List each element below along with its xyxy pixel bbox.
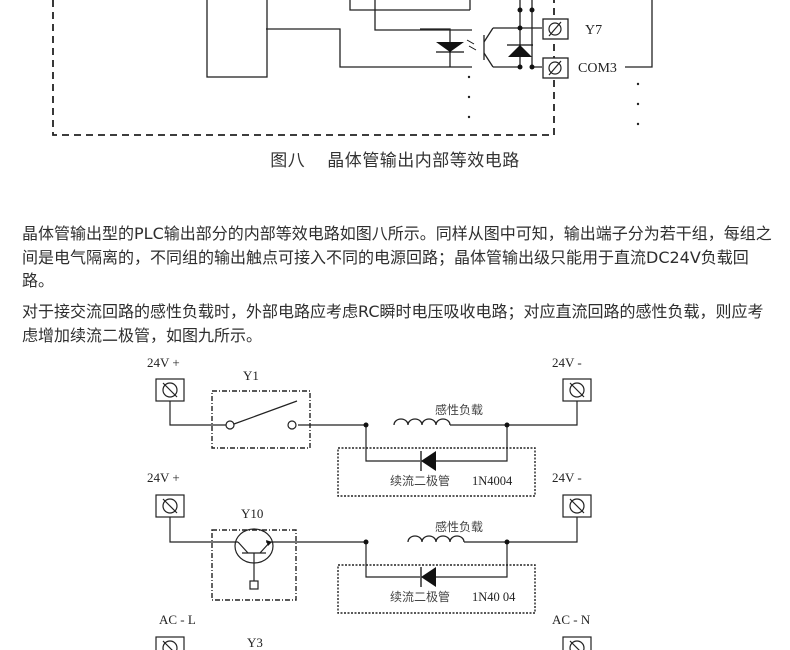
terminal-icon [155, 494, 592, 518]
diode-icon [421, 567, 436, 587]
inductor-icon [393, 418, 451, 426]
transistor-box [211, 529, 297, 601]
contact-icon [225, 420, 235, 430]
light-emission-icon [466, 39, 477, 51]
clamp-diode-icon [508, 45, 532, 57]
terminal-y7-icon [542, 18, 569, 40]
load-label: 感性负载 [435, 402, 483, 417]
switch-label: Y3 [247, 635, 263, 650]
diode-model: 1N4004 [472, 474, 513, 488]
diode-label: 续流二极管 [390, 473, 450, 488]
circuit-transistor: 24V + 24V - Y10 感性负载 续流二极管 1N40 04 [147, 470, 592, 614]
left-terminal-label: AC - L [159, 612, 196, 627]
figure-number: 图八 [270, 151, 306, 171]
module-boundary [52, 0, 555, 136]
diode-box [337, 564, 536, 614]
circuit-relay: 24V + 24V - Y1 感性负载 续流二极管 1N4004 [147, 355, 592, 497]
switch-label: Y10 [241, 506, 263, 521]
diode-model: 1N40 04 [472, 590, 516, 604]
diode-icon [421, 451, 436, 471]
logic-block [206, 0, 268, 78]
circuit-ac: AC - L AC - N Y3 [155, 612, 592, 650]
contact-icon [287, 420, 297, 430]
figure-8-caption: 图八 晶体管输出内部等效电路 [0, 146, 790, 171]
terminal-label-com3: COM3 [578, 61, 617, 76]
switch-blade-icon [233, 400, 298, 425]
load-label: 感性负载 [435, 519, 483, 534]
terminal-icon [155, 378, 592, 402]
inductor-icon [407, 535, 465, 543]
paragraph: 晶体管输出型的PLC输出部分的内部等效电路如图八所示。同样从图中可知，输出端子分… [22, 224, 772, 290]
figure-title: 晶体管输出内部等效电路 [327, 151, 520, 171]
transistor-icon [234, 528, 274, 590]
right-terminal-label: AC - N [552, 612, 591, 627]
terminal-com3-icon [542, 57, 569, 79]
right-terminal-label: 24V - [552, 355, 582, 370]
figure-8-circuit: Y7 COM3 [52, 0, 653, 136]
left-terminal-label: 24V + [147, 470, 180, 485]
relay-box [211, 390, 311, 449]
diode-box [337, 447, 536, 497]
led-diode-icon [436, 42, 464, 52]
terminal-label-y7: Y7 [585, 23, 602, 38]
paragraph: 对于接交流回路的感性负载时，外部电路应考虑RC瞬时电压吸收电路；对应直流回路的感… [22, 302, 764, 345]
diode-label: 续流二极管 [390, 589, 450, 604]
terminal-icon [155, 636, 592, 650]
switch-label: Y1 [243, 368, 259, 383]
figure-9-circuit: 24V + 24V - Y1 感性负载 续流二极管 1N4004 24V + 2… [147, 355, 592, 650]
left-terminal-label: 24V + [147, 355, 180, 370]
right-terminal-label: 24V - [552, 470, 582, 485]
